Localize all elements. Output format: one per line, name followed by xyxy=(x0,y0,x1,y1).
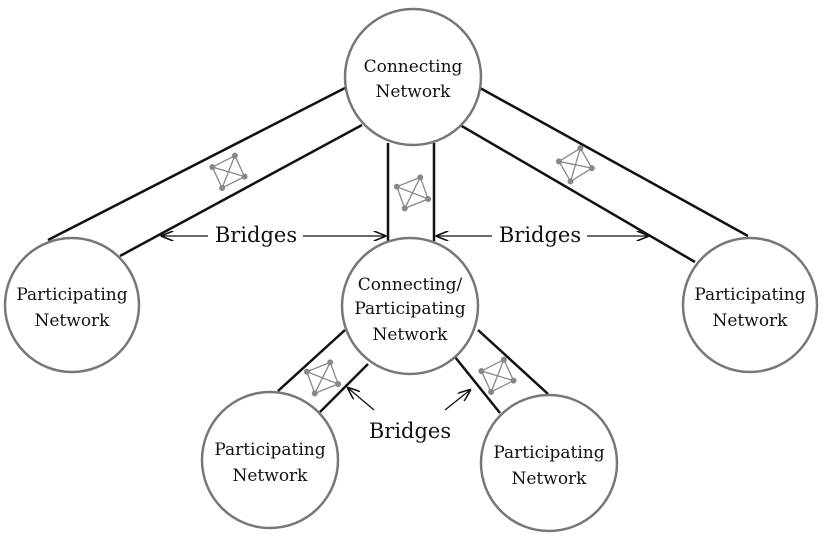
bridge-bottom-right xyxy=(454,329,549,414)
node-participating-right: Participating Network xyxy=(681,236,819,374)
network-mesh-icon xyxy=(209,152,248,191)
node-participating-bottom-right: Participating Network xyxy=(479,393,619,533)
network-mesh-icon xyxy=(303,359,342,397)
bridge-top-left xyxy=(47,86,363,258)
node-label: Network xyxy=(512,469,588,489)
node-label: Network xyxy=(35,311,111,331)
node-participating-left: Participating Network xyxy=(3,236,141,374)
node-label: Participating xyxy=(694,285,805,305)
network-mesh-icon xyxy=(555,145,595,185)
node-participating-bottom-left: Participating Network xyxy=(200,390,340,530)
node-label: Participating xyxy=(354,299,465,319)
network-mesh-icon xyxy=(478,356,517,395)
bridges-label-left: Bridges xyxy=(215,223,297,247)
bridge-top-right xyxy=(459,86,749,264)
arrow-up-right xyxy=(444,390,470,411)
node-connecting-participating-network: Connecting/ Participating Network xyxy=(340,236,480,376)
bridges-label-right: Bridges xyxy=(499,223,581,247)
node-label: Participating xyxy=(214,440,325,460)
bridge-top-center xyxy=(386,143,436,241)
node-label: Connecting xyxy=(364,57,463,77)
node-label: Connecting/ xyxy=(358,275,463,295)
bridge-bottom-left xyxy=(277,329,369,413)
network-mesh-icon xyxy=(393,174,432,212)
node-connecting-network: Connecting Network xyxy=(343,7,483,147)
node-label: Network xyxy=(233,466,309,486)
node-label: Participating xyxy=(493,443,604,463)
node-label: Network xyxy=(376,82,452,102)
node-label: Network xyxy=(713,311,789,331)
node-label: Network xyxy=(373,325,449,345)
bridges-label-bottom: Bridges xyxy=(369,419,451,443)
arrow-up-left xyxy=(348,388,375,411)
node-label: Participating xyxy=(16,285,127,305)
